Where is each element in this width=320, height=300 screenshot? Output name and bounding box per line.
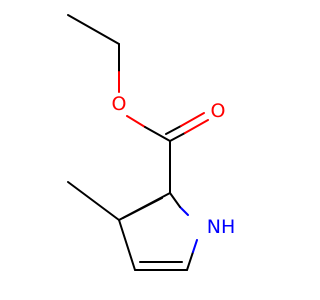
bond-methyl xyxy=(67,181,120,221)
bond-ethyl-ch3-ch2 xyxy=(67,14,120,45)
bond-ring-c2-c3-inner xyxy=(122,197,163,219)
bond-ring-c5-n-black xyxy=(186,251,194,271)
bond-ring-n-c2-black xyxy=(169,192,181,208)
atom-labels: O O NH xyxy=(112,93,236,238)
molecule-diagram: O O NH xyxy=(67,14,236,271)
carbonyl-oxygen-label: O xyxy=(211,100,226,122)
bond-carbonyl-double-a-red xyxy=(184,119,209,134)
ring-nitrogen-label: NH xyxy=(207,216,236,238)
bond-o-carbonyl-red xyxy=(126,115,146,128)
bond-ring-c5-n-blue xyxy=(192,239,198,253)
bond-carbonyl-double-b-red xyxy=(180,112,205,127)
bond-layer xyxy=(67,14,209,271)
bond-carbonyl-double-a-black xyxy=(169,132,186,142)
bond-ring-c3-c4 xyxy=(118,219,136,271)
ester-oxygen-label: O xyxy=(112,93,127,115)
bond-carbonyl-double-b-black xyxy=(165,125,182,135)
bond-o-carbonyl-black xyxy=(144,126,171,142)
bond-ring-n-c2-blue xyxy=(179,206,189,216)
